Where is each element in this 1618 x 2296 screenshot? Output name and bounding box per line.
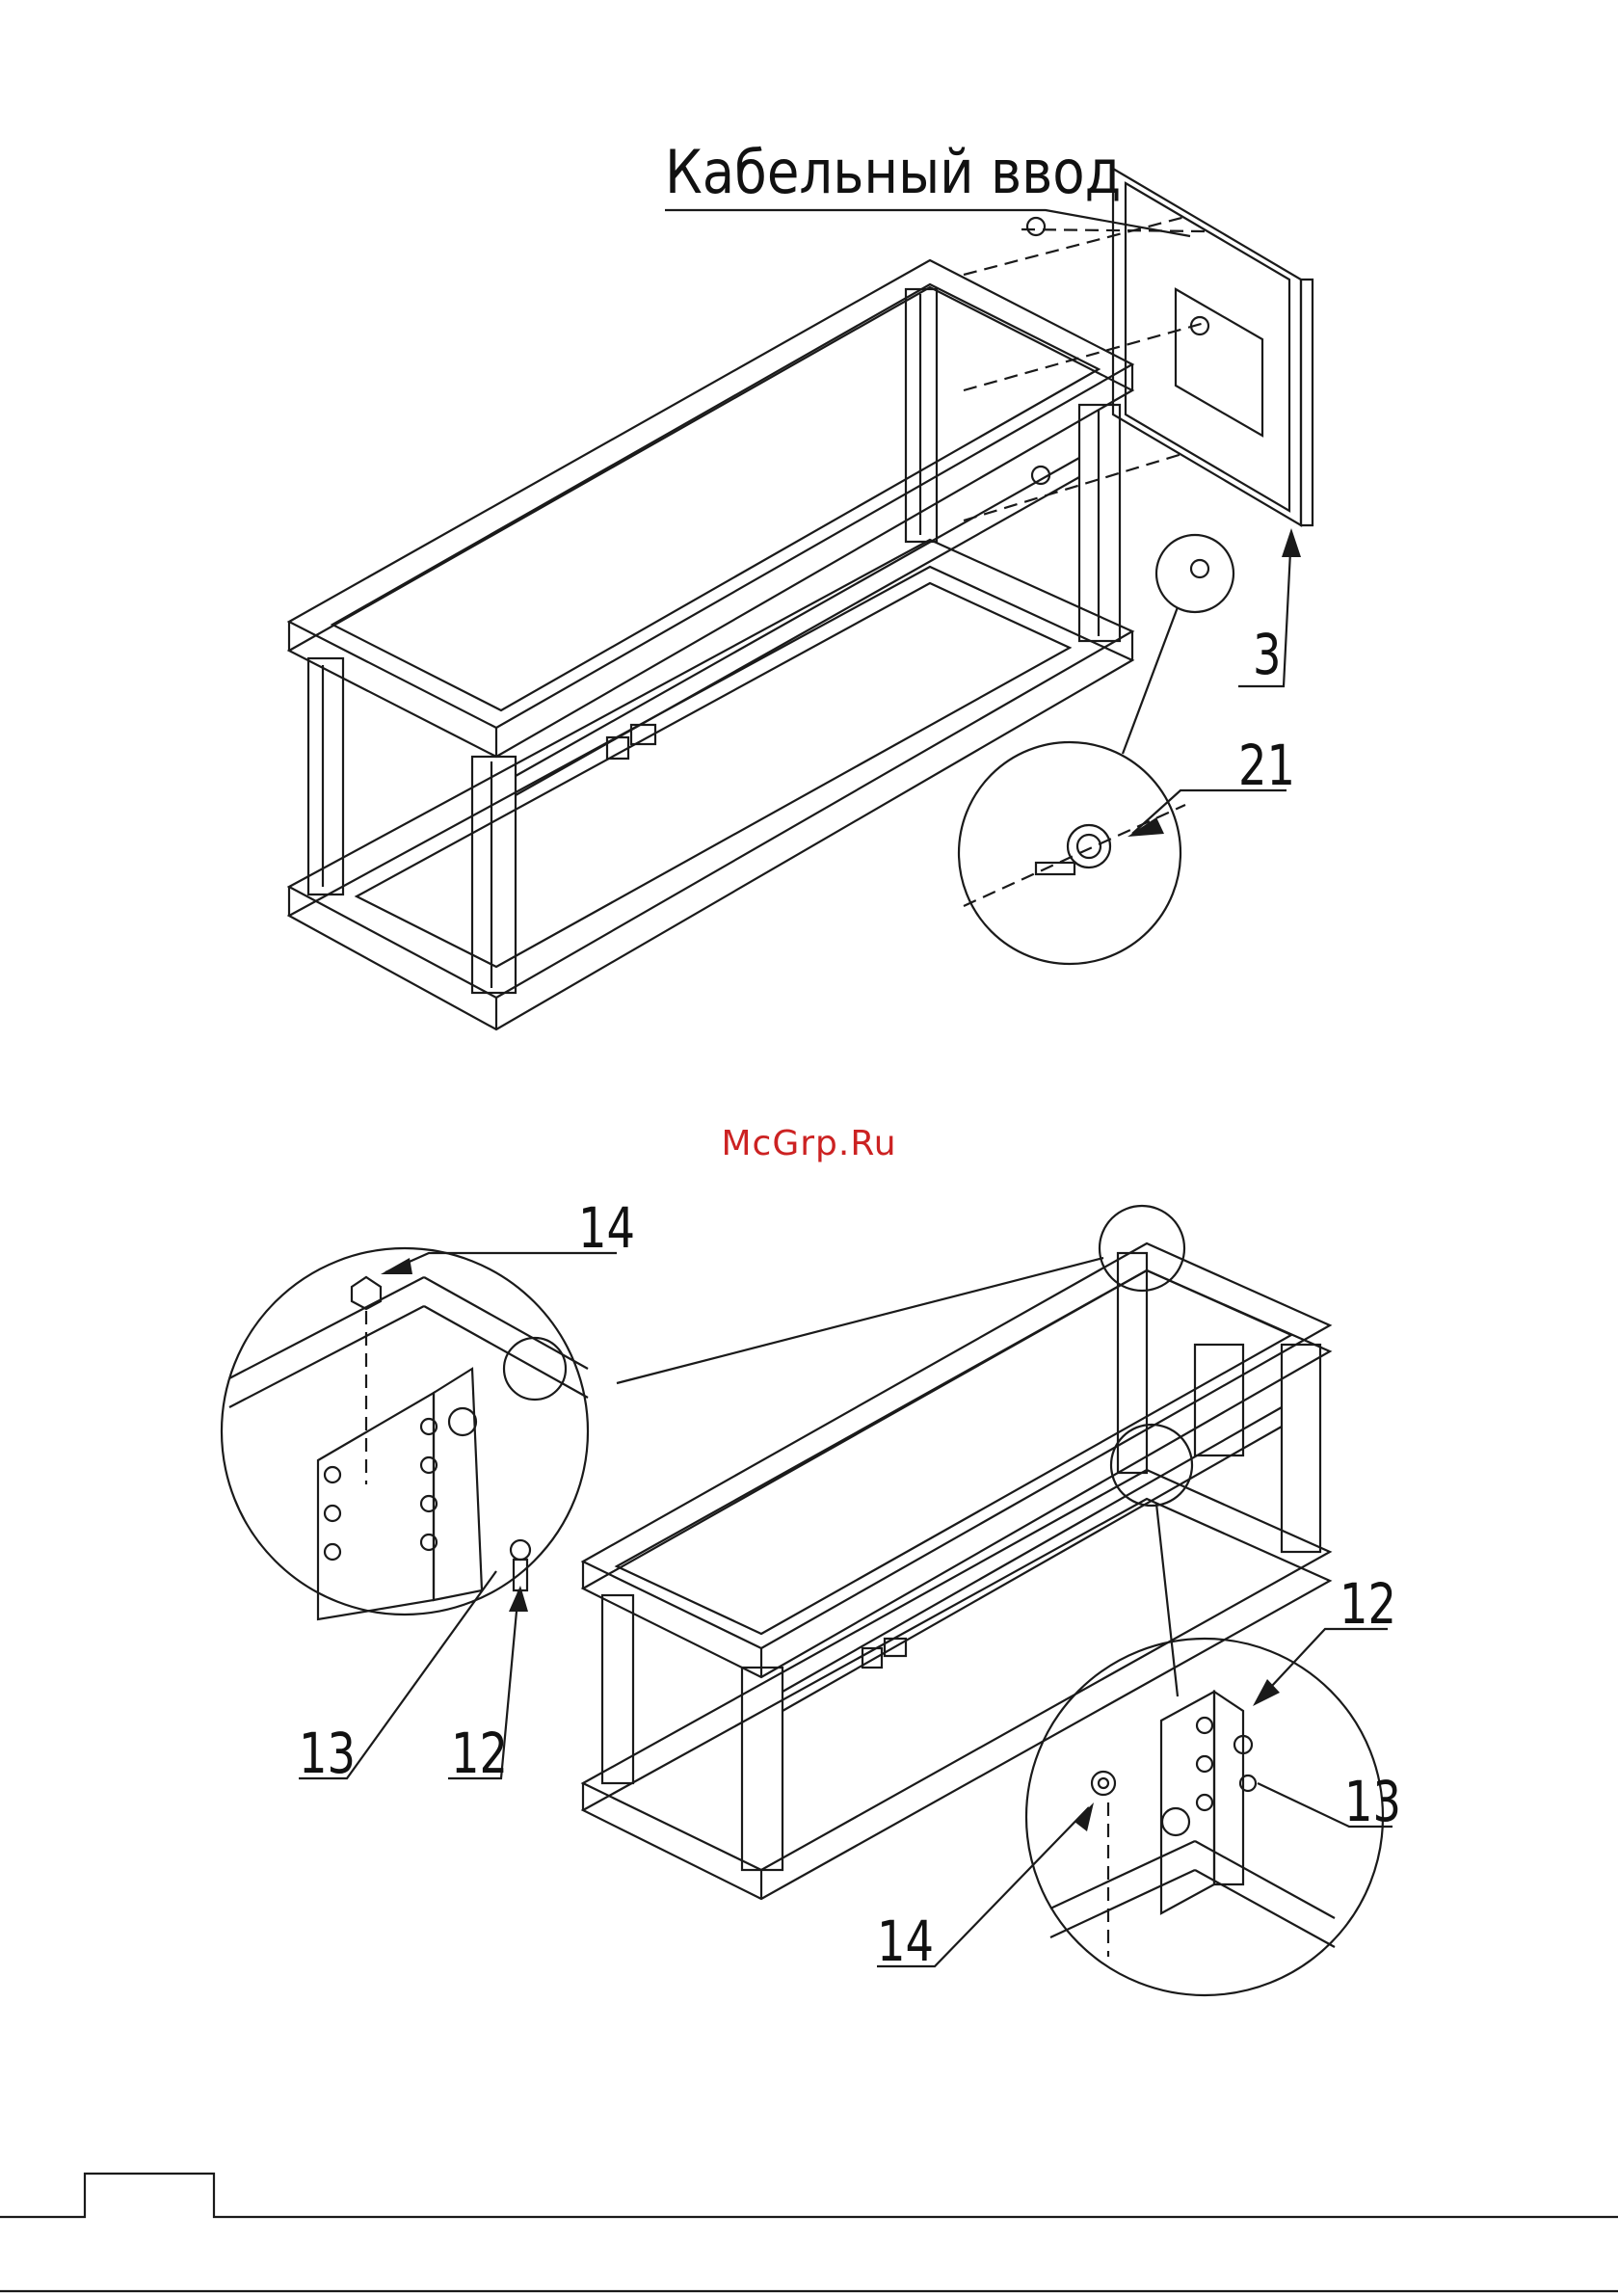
callout-14-right: 14: [877, 1913, 934, 1969]
watermark-text: McGrp.Ru: [0, 1124, 1618, 1163]
callout-3: 3: [1253, 627, 1282, 682]
callout-13-left: 13: [299, 1725, 356, 1781]
page-footer-frame: [0, 2174, 1618, 2291]
cable-entry-label: Кабельный ввод: [665, 143, 1121, 202]
callout-13-right: 13: [1344, 1774, 1401, 1829]
bottom-frame-drawing: [222, 1206, 1393, 1995]
callout-12-right: 12: [1339, 1576, 1396, 1632]
top-frame-drawing: [289, 169, 1313, 1029]
callout-21: 21: [1238, 737, 1295, 793]
callout-14-left: 14: [578, 1200, 635, 1256]
callout-12-left: 12: [451, 1725, 508, 1781]
